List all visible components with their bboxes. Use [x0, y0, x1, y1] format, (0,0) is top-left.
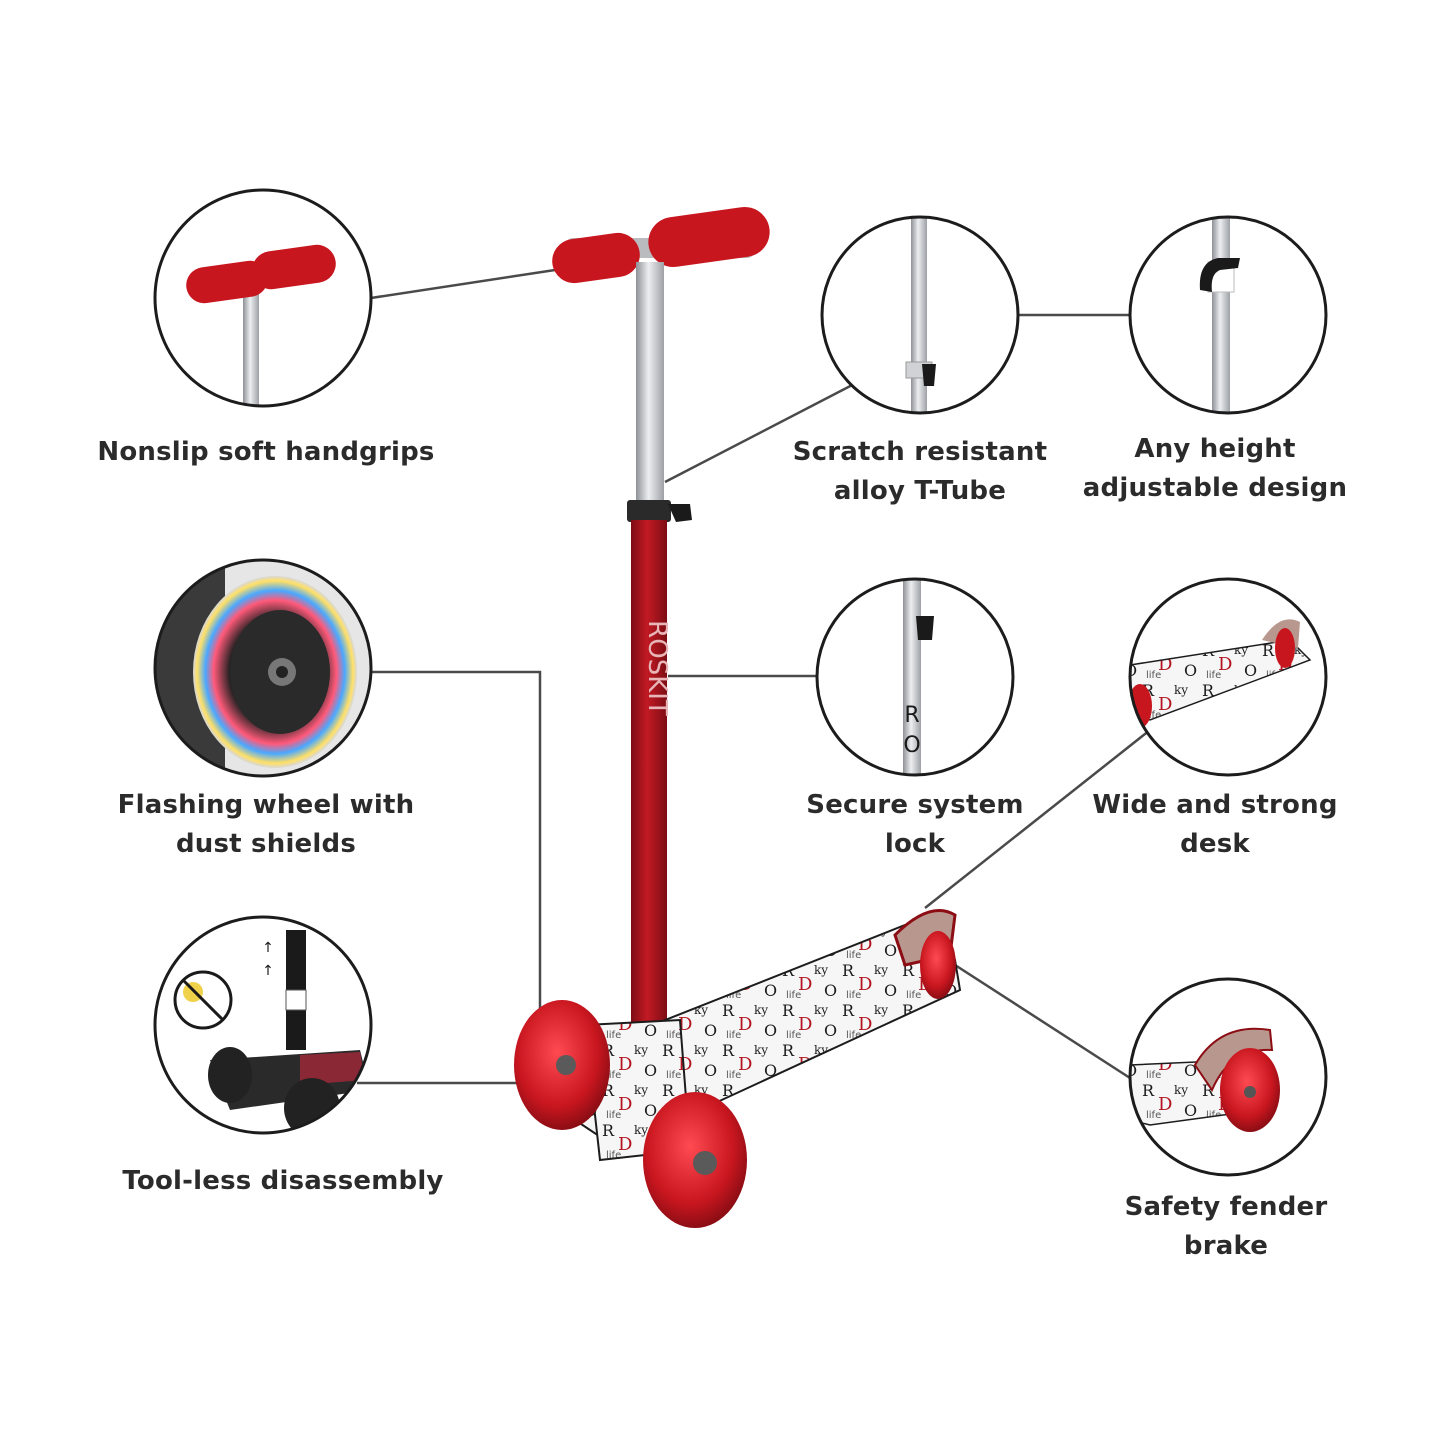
svg-text:O: O: [903, 733, 920, 758]
front-wheel-left-hub: [556, 1055, 576, 1075]
callout-line-deck: [924, 729, 1151, 909]
handlegrip-right: [648, 206, 770, 268]
feature-label-t-tube: Scratch resistant alloy T-Tube: [770, 433, 1070, 511]
svg-text:R: R: [904, 703, 919, 728]
feature-label-line: lock: [884, 829, 946, 859]
feature-label-line: Scratch resistant: [792, 437, 1048, 467]
fender-brake-closeup-icon: [1128, 977, 1328, 1177]
feature-label-line: alloy T-Tube: [833, 476, 1007, 506]
handlegrip-left: [552, 232, 640, 284]
feature-label-disassembly: Tool-less disassembly: [93, 1162, 473, 1201]
feature-label-lock: Secure system lock: [775, 786, 1055, 864]
lower-stem: [631, 520, 667, 1030]
height-clamp-closeup-icon: [1128, 215, 1328, 415]
deck-closeup-icon: [1128, 577, 1328, 777]
feature-label-height: Any height adjustable design: [1075, 430, 1355, 508]
feature-label-line: adjustable design: [1082, 473, 1348, 503]
callout-line-brake: [954, 963, 1131, 1080]
stem-brand-text: ROSKIT: [642, 620, 672, 716]
flashing-wheel-closeup-icon: [153, 558, 373, 778]
t-tube: [636, 262, 664, 512]
callout-lines: [357, 268, 1151, 1085]
callout-line-wheel: [371, 670, 542, 1020]
callout-line-handgrips: [370, 268, 556, 300]
feature-label-handgrips: Nonslip soft handgrips: [66, 433, 466, 472]
rear-wheel: [920, 931, 956, 999]
feature-label-line: Secure system: [806, 790, 1024, 820]
callout-line-t-tube: [664, 380, 859, 484]
feature-label-brake: Safety fender brake: [1096, 1188, 1356, 1266]
lock-closeup-icon: R O: [815, 577, 1015, 777]
scooter-main-illustration: ROSKIT: [514, 206, 962, 1228]
height-clamp: [627, 500, 671, 522]
clamp-lever: [668, 504, 692, 522]
feature-label-line: desk: [1180, 829, 1250, 859]
front-wheel-right-hub: [693, 1151, 717, 1175]
svg-text:↑: ↑: [262, 940, 274, 956]
feature-label-line: dust shields: [175, 829, 356, 859]
feature-label-line: brake: [1183, 1231, 1269, 1261]
handgrip-closeup-icon: [153, 188, 373, 408]
feature-label-line: Any height: [1134, 434, 1296, 464]
feature-label-deck: Wide and strong desk: [1075, 786, 1355, 864]
disassembly-closeup-icon: ↑ ↑: [153, 915, 373, 1135]
feature-label-line: Safety fender: [1124, 1192, 1328, 1222]
alloy-tube-closeup-icon: [820, 215, 1020, 415]
feature-label-line: Nonslip soft handgrips: [97, 437, 435, 467]
feature-label-wheel: Flashing wheel with dust shields: [96, 786, 436, 864]
svg-text:↑: ↑: [262, 963, 274, 979]
feature-label-line: Wide and strong: [1092, 790, 1338, 820]
feature-label-line: Tool-less disassembly: [122, 1166, 444, 1196]
feature-label-line: Flashing wheel with: [117, 790, 415, 820]
